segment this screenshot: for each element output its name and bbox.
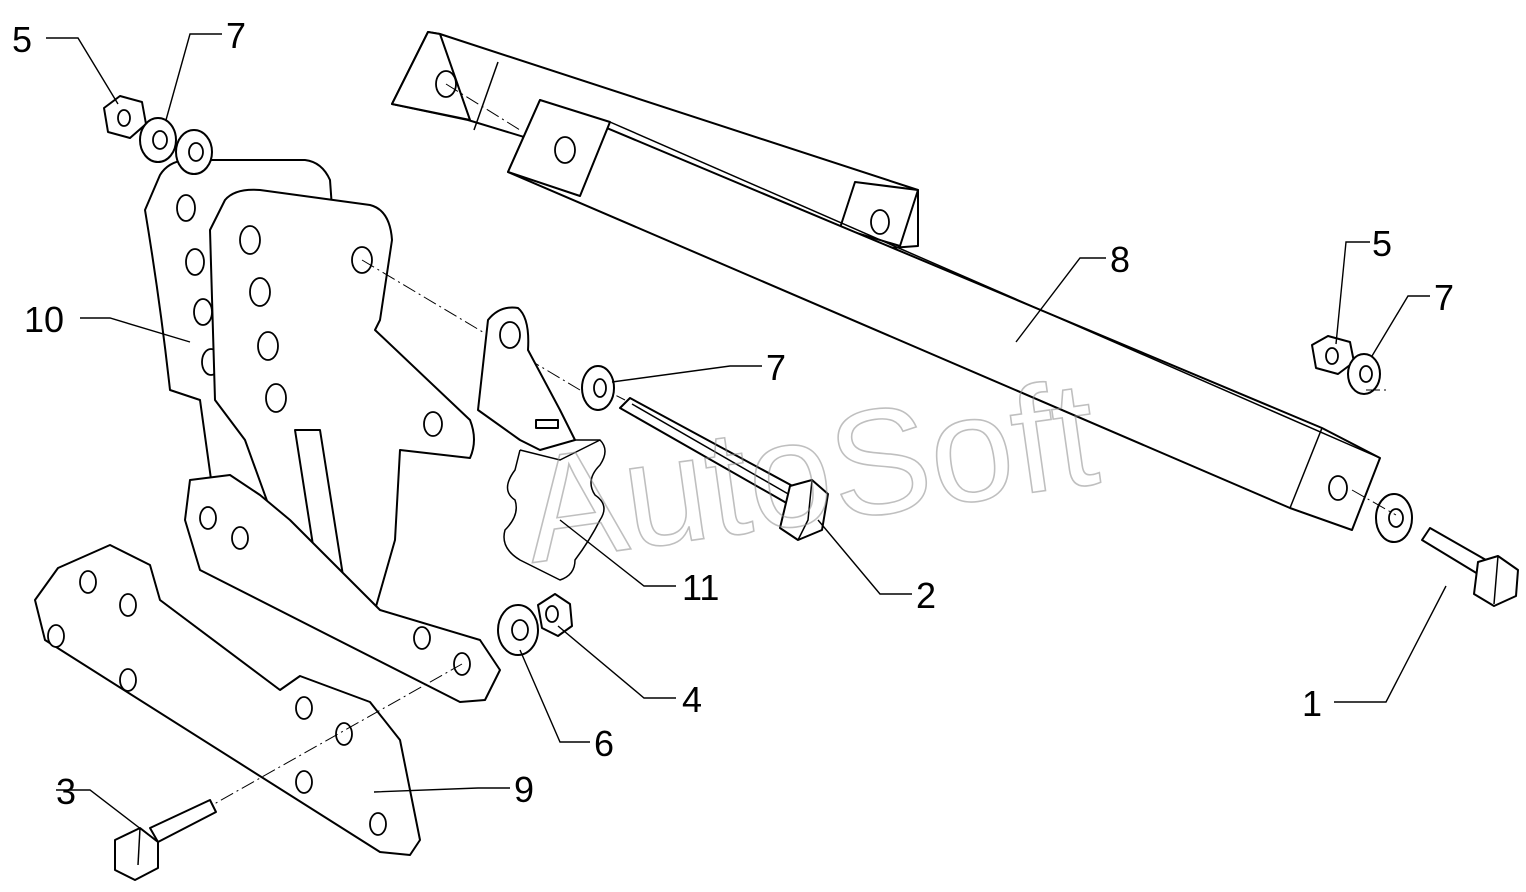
callout-labels: 5 7 10 7 11 2 4 6 3 9 8 5 7 1 xyxy=(12,15,1454,812)
part-6-washer xyxy=(497,604,539,656)
callout-4: 4 xyxy=(682,679,702,720)
part-1-bolt xyxy=(1351,489,1519,607)
part-9-plate xyxy=(34,474,501,856)
callout-7-middle: 7 xyxy=(766,347,786,388)
leader-lines xyxy=(46,33,1447,837)
part-3-bolt xyxy=(114,799,217,881)
callout-7-top-left: 7 xyxy=(226,15,246,56)
callout-5-right: 5 xyxy=(1372,223,1392,264)
part-2-bolt xyxy=(594,384,829,541)
part-7-washers-top-left xyxy=(139,117,213,175)
callout-11: 11 xyxy=(682,567,719,608)
part-4-nut xyxy=(537,593,573,637)
part-7-washer-right xyxy=(1347,353,1390,395)
part-11-clip xyxy=(477,306,606,581)
callout-1: 1 xyxy=(1302,683,1322,724)
callout-7-right: 7 xyxy=(1434,277,1454,318)
part-8-bar xyxy=(391,31,1381,531)
callout-2: 2 xyxy=(916,575,936,616)
part-washer-lower-right xyxy=(1375,493,1413,543)
callout-5-top-left: 5 xyxy=(12,19,32,60)
callout-3: 3 xyxy=(56,771,76,812)
part-7-washer-middle xyxy=(581,365,615,411)
callout-6: 6 xyxy=(594,723,614,764)
part-5-nut-top-left xyxy=(103,95,147,139)
callout-9: 9 xyxy=(514,769,534,810)
callout-8: 8 xyxy=(1110,239,1130,280)
callout-10: 10 xyxy=(24,299,64,340)
